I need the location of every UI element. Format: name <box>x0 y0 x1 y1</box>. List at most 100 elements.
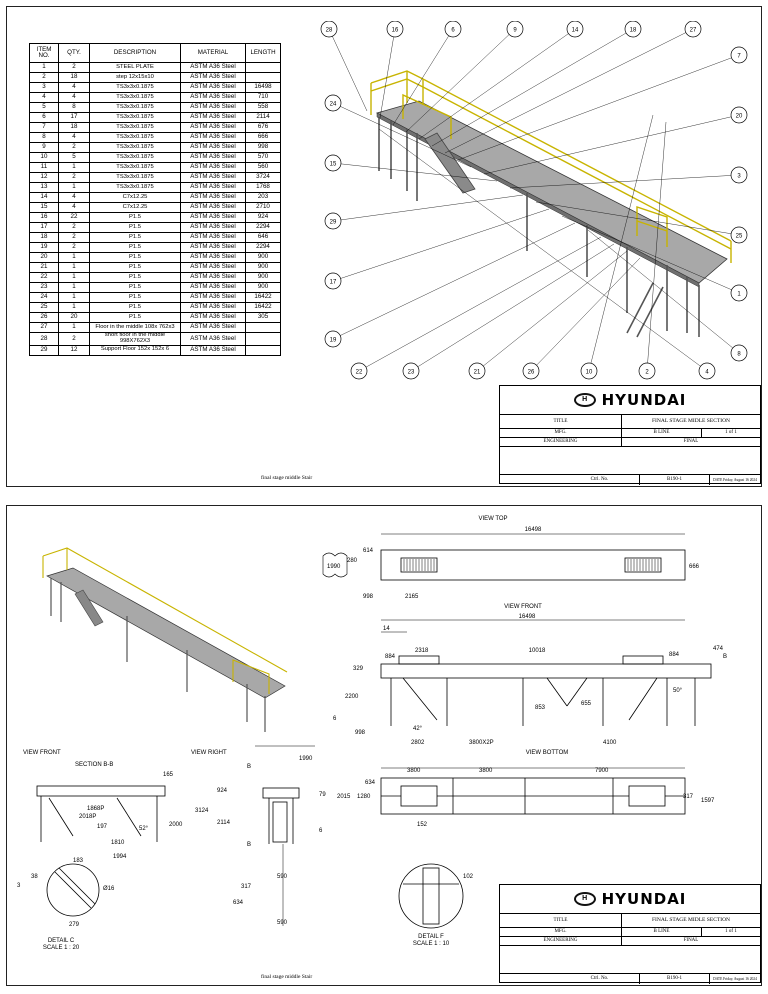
bom-length: 710 <box>245 92 281 103</box>
dim-sec-1868p: 1868P <box>87 806 104 812</box>
balloon-number: 17 <box>330 280 337 286</box>
view-top <box>322 533 686 581</box>
bom-header-item: ITEM NO. <box>29 43 59 63</box>
title-row-2: TITLE FINAL STAGE MIDLE SECTION <box>500 913 760 928</box>
dim-bot-1597: 1597 <box>701 798 715 804</box>
bom-description: TS3x3x0.1875 <box>89 92 181 103</box>
stage-value: FINAL <box>683 439 699 444</box>
sheet-caption-2: final stage middle Stair <box>261 974 313 980</box>
bom-item-no: 8 <box>29 132 59 143</box>
bom-item-no: 4 <box>29 92 59 103</box>
item-balloon: 28 <box>320 21 368 112</box>
detail-c-view <box>46 863 100 917</box>
dim-sec-1810: 1810 <box>111 840 125 846</box>
bom-material: ASTM A36 Steel <box>180 82 246 93</box>
balloon-number: 3 <box>737 174 741 180</box>
dim-df-102: 102 <box>463 874 474 880</box>
bom-material: ASTM A36 Steel <box>180 122 246 133</box>
bom-material: ASTM A36 Steel <box>180 132 246 143</box>
bom-item-no: 7 <box>29 122 59 133</box>
title-block-2: H HYUNDAI TITLE FINAL STAGE MIDLE SECTIO… <box>499 884 761 984</box>
balloon-number: 14 <box>572 28 579 34</box>
balloon-number: 6 <box>451 28 455 34</box>
bom-qty: 4 <box>58 132 90 143</box>
view-front <box>380 619 712 726</box>
bom-item-no: 20 <box>29 252 59 263</box>
bom-description: short floor in the middle 998X762X3 <box>89 332 181 346</box>
bom-material: ASTM A36 Steel <box>180 344 246 356</box>
item-balloon: 24 <box>324 94 472 168</box>
bill-of-materials-table: ITEM NO. QTY. DESCRIPTION MATERIAL LENGT… <box>29 43 281 356</box>
dim-front-329: 329 <box>353 666 364 672</box>
bom-qty: 2 <box>58 332 90 346</box>
dim-dc-279: 279 <box>69 922 80 928</box>
dim-top-614: 614 <box>363 548 374 554</box>
bom-item-no: 9 <box>29 142 59 153</box>
bom-description: STEEL PLATE <box>89 62 181 73</box>
bom-qty: 1 <box>58 182 90 193</box>
bom-material: ASTM A36 Steel <box>180 332 246 346</box>
item-balloon: 25 <box>535 201 748 244</box>
title-block: H HYUNDAI TITLE FINAL STAGE MIDLE SECTIO… <box>499 385 761 485</box>
dim-top-998: 998 <box>363 594 374 600</box>
item-balloon: 22 <box>350 236 602 380</box>
date-value: DATE Friday, August 16 2024 <box>713 477 757 482</box>
bom-material: ASTM A36 Steel <box>180 242 246 253</box>
dim-right-634: 634 <box>233 900 244 906</box>
dim-front-length: 16498 <box>519 614 536 620</box>
bom-material: ASTM A36 Steel <box>180 212 246 223</box>
line-value: B LINE <box>622 428 702 437</box>
bom-length: 16498 <box>245 82 281 93</box>
balloon-number: 16 <box>392 28 399 34</box>
bom-qty: 2 <box>58 242 90 253</box>
bom-description: P1.5 <box>89 252 181 263</box>
bom-length <box>245 62 281 73</box>
dim-right-2114: 2114 <box>217 820 231 826</box>
bom-description: Floor in the middle 108x 762x3 <box>89 322 181 333</box>
bom-qty: 18 <box>58 122 90 133</box>
view-right-title: VIEW RIGHT <box>191 750 227 756</box>
bom-qty: 1 <box>58 252 90 263</box>
dim-sec-2018p: 2018P <box>79 814 96 820</box>
bom-material: ASTM A36 Steel <box>180 112 246 123</box>
bom-length: 998 <box>245 142 281 153</box>
bom-material: ASTM A36 Steel <box>180 282 246 293</box>
bom-item-no: 16 <box>29 212 59 223</box>
bom-description: P1.5 <box>89 242 181 253</box>
dim-dc-3: 3 <box>17 883 21 889</box>
detail-f-view <box>398 863 464 929</box>
dim-right-3124: 3124 <box>195 808 209 814</box>
bom-material: ASTM A36 Steel <box>180 192 246 203</box>
dim-bot-1280: 1280 <box>357 794 371 800</box>
bom-material: ASTM A36 Steel <box>180 102 246 113</box>
dim-sec-angle-52: 52° <box>139 826 149 832</box>
bom-material: ASTM A36 Steel <box>180 262 246 273</box>
bom-qty: 1 <box>58 292 90 303</box>
balloon-number: 22 <box>356 370 363 376</box>
control-row: Ctrl. No. B190-1 DATE Friday, August 16 … <box>500 474 760 485</box>
title-label-2: TITLE <box>500 913 622 927</box>
bom-length: 305 <box>245 312 281 323</box>
item-balloon: 17 <box>324 208 550 290</box>
balloon-number: 15 <box>330 162 337 168</box>
bom-material: ASTM A36 Steel <box>180 92 246 103</box>
bom-length: 558 <box>245 102 281 113</box>
bom-length: 570 <box>245 152 281 163</box>
bom-length: 646 <box>245 232 281 243</box>
bom-description: TS3x3x0.1875 <box>89 122 181 133</box>
bom-qty: 1 <box>58 162 90 173</box>
bom-item-no: 17 <box>29 222 59 233</box>
dim-dc-183: 183 <box>73 858 84 864</box>
item-balloon: 20 <box>483 106 748 175</box>
bom-material: ASTM A36 Steel <box>180 152 246 163</box>
dim-front-2200: 2200 <box>345 694 359 700</box>
dim-bot-317: 317 <box>683 794 694 800</box>
